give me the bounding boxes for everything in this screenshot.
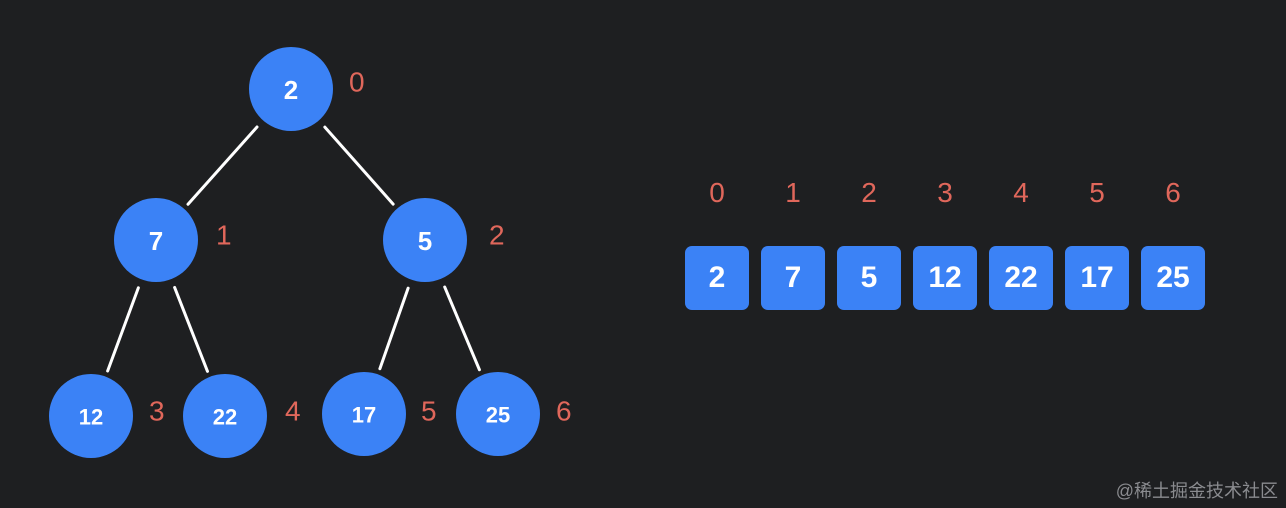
tree-node-circle xyxy=(49,374,133,458)
tree-edge xyxy=(323,125,395,206)
array-index: 1 xyxy=(785,177,801,208)
array-cell: 2 xyxy=(685,246,749,310)
tree-node-circle xyxy=(183,374,267,458)
tree-node-index: 0 xyxy=(349,67,365,98)
tree-node-index: 6 xyxy=(556,396,572,427)
tree-node-value: 5 xyxy=(418,226,432,256)
tree-node: 17 5 xyxy=(322,372,437,456)
tree-edge xyxy=(378,286,410,371)
tree-node-index: 3 xyxy=(149,396,165,427)
array-index: 0 xyxy=(709,177,725,208)
tree-node: 25 6 xyxy=(456,372,572,456)
array-cell: 25 xyxy=(1141,246,1205,310)
tree-node-index: 2 xyxy=(489,220,505,251)
tree-node-value: 17 xyxy=(352,403,376,428)
tree-node-value: 12 xyxy=(79,405,103,430)
tree-node-value: 25 xyxy=(486,403,510,428)
tree-node-value: 7 xyxy=(149,226,163,256)
tree-node-index: 5 xyxy=(421,396,437,427)
tree-node-circle xyxy=(322,372,406,456)
array-index: 4 xyxy=(1013,177,1029,208)
tree-node-circle xyxy=(456,372,540,456)
tree-edge xyxy=(443,285,481,372)
tree-node-index: 4 xyxy=(285,396,301,427)
tree-edge xyxy=(106,286,140,373)
array-index: 5 xyxy=(1089,177,1105,208)
array-index: 6 xyxy=(1165,177,1181,208)
tree-node-circle xyxy=(114,198,198,282)
array-index: 2 xyxy=(861,177,877,208)
array-index: 3 xyxy=(937,177,953,208)
array-cell: 22 xyxy=(989,246,1053,310)
tree-node-circle xyxy=(383,198,467,282)
array-cell: 5 xyxy=(837,246,901,310)
array-cell: 17 xyxy=(1065,246,1129,310)
watermark: @稀土掘金技术社区 xyxy=(1115,481,1278,501)
array-cell: 7 xyxy=(761,246,825,310)
tree-node-circle xyxy=(249,47,333,131)
tree-node-index: 1 xyxy=(216,220,232,251)
array-cell: 12 xyxy=(913,246,977,310)
tree-node-value: 22 xyxy=(213,405,237,430)
tree-node: 12 3 xyxy=(49,374,165,458)
tree-node-value: 2 xyxy=(284,75,298,105)
tree-edge xyxy=(186,125,259,206)
tree-edges xyxy=(106,125,481,373)
tree-edge xyxy=(173,285,209,373)
tree-node: 22 4 xyxy=(183,374,301,458)
